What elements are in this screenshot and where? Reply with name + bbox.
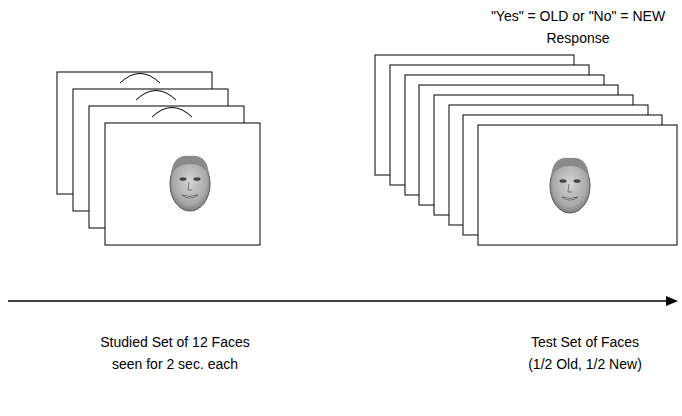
test-caption: Test Set of Faces (1/2 Old, 1/2 New) bbox=[500, 331, 670, 375]
face-image bbox=[550, 158, 590, 213]
study-caption: Studied Set of 12 Faces seen for 2 sec. … bbox=[80, 331, 270, 375]
response-note: "Yes" = OLD or "No" = NEW Response bbox=[478, 5, 678, 49]
studied-stack bbox=[57, 72, 260, 245]
timeline-arrow bbox=[8, 296, 678, 306]
face-image bbox=[170, 156, 210, 211]
test-stack bbox=[375, 55, 677, 245]
